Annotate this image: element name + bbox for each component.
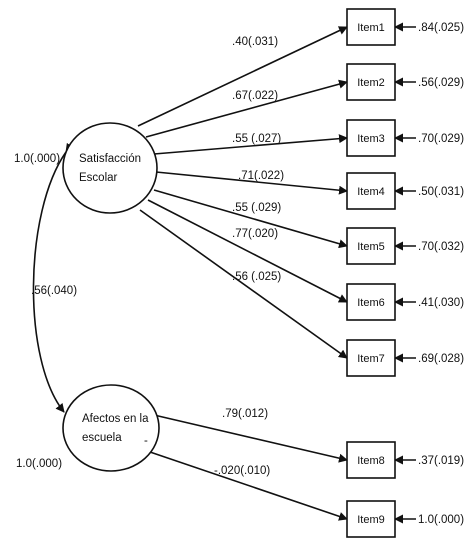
- item-label: Item3: [357, 133, 385, 145]
- loading-arrow: [153, 414, 348, 463]
- loading-label: .77(.020): [232, 228, 278, 240]
- loading-arrow: [149, 451, 348, 521]
- loading-arrow: [155, 171, 348, 195]
- factor-correlation-label: .56(.040): [31, 285, 77, 297]
- item-box: [346, 500, 396, 538]
- error-variance-label: 1.0(.000): [418, 514, 464, 526]
- error-variance-label: .70(.029): [418, 133, 464, 145]
- item-box: [346, 339, 396, 377]
- item-box: [346, 63, 396, 101]
- error-variance-label: .50(.031): [418, 186, 464, 198]
- item-box: [346, 227, 396, 265]
- error-variance-label: .70(.032): [418, 241, 464, 253]
- factor-f1-label-line: Escolar: [79, 172, 118, 184]
- loading-label: .67(.022): [232, 90, 278, 102]
- factor-f2-mark: -: [144, 435, 148, 447]
- item-box: [346, 441, 396, 479]
- item-label: Item4: [357, 186, 385, 198]
- item-label: Item7: [357, 353, 385, 365]
- loading-label: .79(.012): [222, 408, 268, 420]
- factor-correlation-arrow: [32, 142, 75, 413]
- loading-arrow: [147, 199, 348, 303]
- loading-arrow: [139, 209, 348, 359]
- factor-f2-label-line: escuela: [82, 432, 122, 444]
- item-box: [346, 8, 396, 46]
- error-variance-label: .41(.030): [418, 297, 464, 309]
- item-label: Item1: [357, 22, 385, 34]
- factor-f2-label-line: Afectos en la: [82, 413, 149, 425]
- loading-label: .56 (.025): [232, 271, 281, 283]
- error-variance-label: .37(.019): [418, 455, 464, 467]
- item-box: [346, 119, 396, 157]
- item-label: Item6: [357, 297, 385, 309]
- error-variance-label: .56(.029): [418, 77, 464, 89]
- loading-label: .55 (.027): [232, 133, 281, 145]
- item-label: Item5: [357, 241, 385, 253]
- factor-f1-variance: 1.0(.000): [14, 153, 60, 165]
- factor-f2-ellipse: [62, 384, 160, 472]
- loading-label: -.020(.010): [214, 465, 270, 477]
- factor-f2-variance: 1.0(.000): [16, 458, 62, 470]
- loading-arrow: [137, 26, 348, 127]
- loading-label: .55 (.029): [232, 202, 281, 214]
- factor-f1-ellipse: [62, 122, 158, 214]
- item-box: [346, 172, 396, 210]
- loading-arrow: [153, 134, 348, 155]
- loading-label: .40(.031): [232, 36, 278, 48]
- error-variance-label: .84(.025): [418, 22, 464, 34]
- loading-arrow: [153, 189, 348, 249]
- error-variance-label: .69(.028): [418, 353, 464, 365]
- loading-label: .71(.022): [238, 170, 284, 182]
- item-label: Item9: [357, 514, 385, 526]
- item-label: Item2: [357, 77, 385, 89]
- loading-arrow: [145, 79, 348, 138]
- item-box: [346, 283, 396, 321]
- factor-f1-label-line: Satisfacción: [79, 153, 141, 165]
- item-label: Item8: [357, 455, 385, 467]
